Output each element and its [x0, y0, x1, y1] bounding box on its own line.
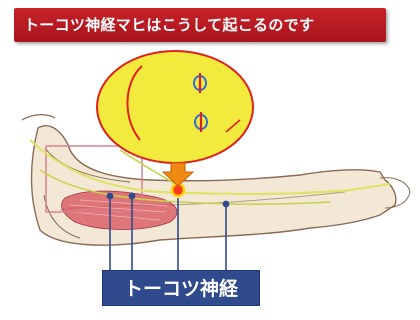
nerve-label: トーコツ神経 [102, 270, 260, 306]
page-title: トーコツ神経マヒはこうして起こるのです [14, 8, 386, 42]
